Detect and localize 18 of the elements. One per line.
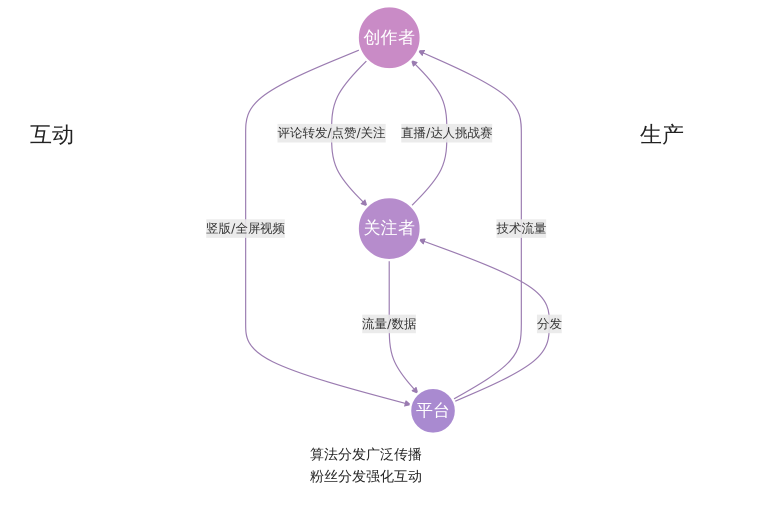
node-circle: 创作者 <box>356 5 422 70</box>
edge-label: 评论转发/点赞/关注 <box>278 125 386 140</box>
edge-label: 竖版/全屏视频 <box>206 220 286 236</box>
note-text: 互动 <box>30 122 74 150</box>
note-text: 生产 <box>640 122 684 150</box>
node-circle: 关注者 <box>356 196 422 262</box>
edge-label: 分发 <box>536 316 562 331</box>
node-circle: 平台 <box>408 386 458 435</box>
arrow <box>410 60 448 206</box>
note-text: 粉丝分发强化互动 <box>310 468 422 486</box>
arrow <box>418 50 522 400</box>
edge-label: 直播/达人挑战赛 <box>401 125 493 140</box>
edge-label: 技术流量 <box>496 220 546 236</box>
arrow <box>418 238 550 402</box>
edge-label: 流量/数据 <box>362 316 416 331</box>
arrow <box>330 60 368 206</box>
note-text: 算法分发广泛传播 <box>310 446 422 464</box>
arrow <box>245 49 412 407</box>
